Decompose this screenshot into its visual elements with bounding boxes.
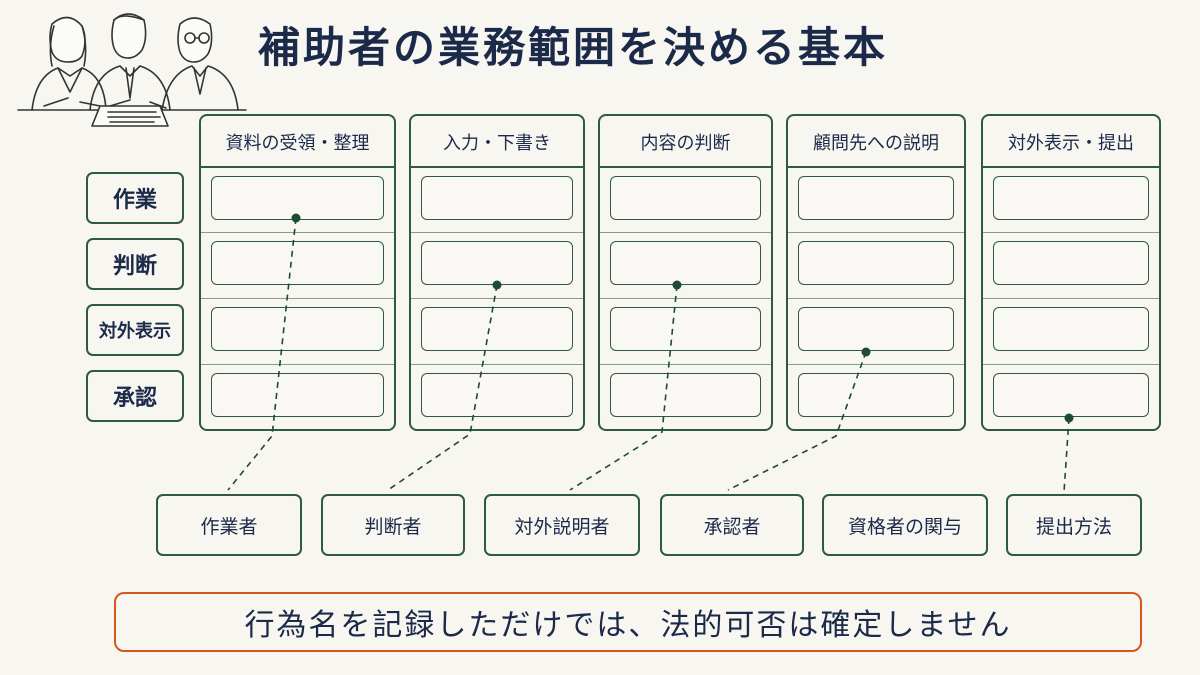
- matrix-cell: [798, 176, 954, 220]
- matrix-cell: [211, 373, 384, 417]
- role-box-judge: 判断者: [321, 494, 465, 556]
- matrix-cell: [421, 307, 573, 351]
- matrix-cell: [993, 241, 1149, 285]
- column-body-content-judgment: [598, 166, 773, 431]
- column-header-content-judgment: 内容の判断: [598, 114, 773, 168]
- legal-notice-banner: 行為名を記録しただけでは、法的可否は確定しません: [114, 592, 1142, 652]
- three-professionals-illustration: [14, 6, 250, 134]
- row-label-work: 作業: [86, 172, 184, 224]
- column-body-client-explanation: [786, 166, 966, 431]
- row-label-judgment: 判断: [86, 238, 184, 290]
- column-body-receive-organize: [199, 166, 396, 431]
- row-label-approval: 承認: [86, 370, 184, 422]
- matrix-cell: [993, 176, 1149, 220]
- matrix-cell: [211, 307, 384, 351]
- matrix-cell: [610, 373, 761, 417]
- column-header-client-explanation: 顧問先への説明: [786, 114, 966, 168]
- column-header-external-submission: 対外表示・提出: [981, 114, 1161, 168]
- matrix-cell: [993, 373, 1149, 417]
- matrix-cell: [610, 241, 761, 285]
- column-header-receive-organize: 資料の受領・整理: [199, 114, 396, 168]
- matrix-cell: [421, 241, 573, 285]
- column-body-external-submission: [981, 166, 1161, 431]
- column-header-input-draft: 入力・下書き: [409, 114, 585, 168]
- matrix-cell: [798, 307, 954, 351]
- matrix-cell: [610, 307, 761, 351]
- column-body-input-draft: [409, 166, 585, 431]
- matrix-cell: [211, 176, 384, 220]
- matrix-cell: [421, 373, 573, 417]
- page-title: 補助者の業務範囲を決める基本: [258, 23, 889, 72]
- matrix-cell: [421, 176, 573, 220]
- matrix-cell: [993, 307, 1149, 351]
- role-box-submission-method: 提出方法: [1006, 494, 1142, 556]
- role-box-qualified-involvement: 資格者の関与: [822, 494, 988, 556]
- matrix-cell: [798, 241, 954, 285]
- matrix-cell: [610, 176, 761, 220]
- matrix-cell: [798, 373, 954, 417]
- row-label-external-display: 対外表示: [86, 304, 184, 356]
- role-box-worker: 作業者: [156, 494, 302, 556]
- role-box-external-explainer: 対外説明者: [484, 494, 640, 556]
- role-box-approver: 承認者: [660, 494, 804, 556]
- matrix-cell: [211, 241, 384, 285]
